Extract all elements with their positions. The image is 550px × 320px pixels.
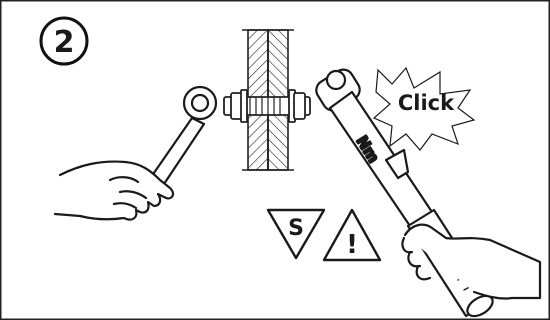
safety-letter: S <box>288 216 304 241</box>
left-hand <box>53 160 175 221</box>
warning-icon: ! <box>346 230 358 260</box>
warning-symbol: ! <box>322 208 382 262</box>
anchor-bolt <box>223 89 311 123</box>
click-burst: Click <box>372 66 476 151</box>
torque-wrench: Nm <box>315 68 542 318</box>
left-hand-spanner <box>53 85 218 221</box>
step-number: 2 <box>54 25 75 60</box>
right-hand <box>403 223 542 300</box>
step-badge: 2 <box>39 16 89 66</box>
safety-symbol: S <box>266 208 326 260</box>
click-label: Click <box>398 91 455 115</box>
right-nut <box>293 92 306 120</box>
